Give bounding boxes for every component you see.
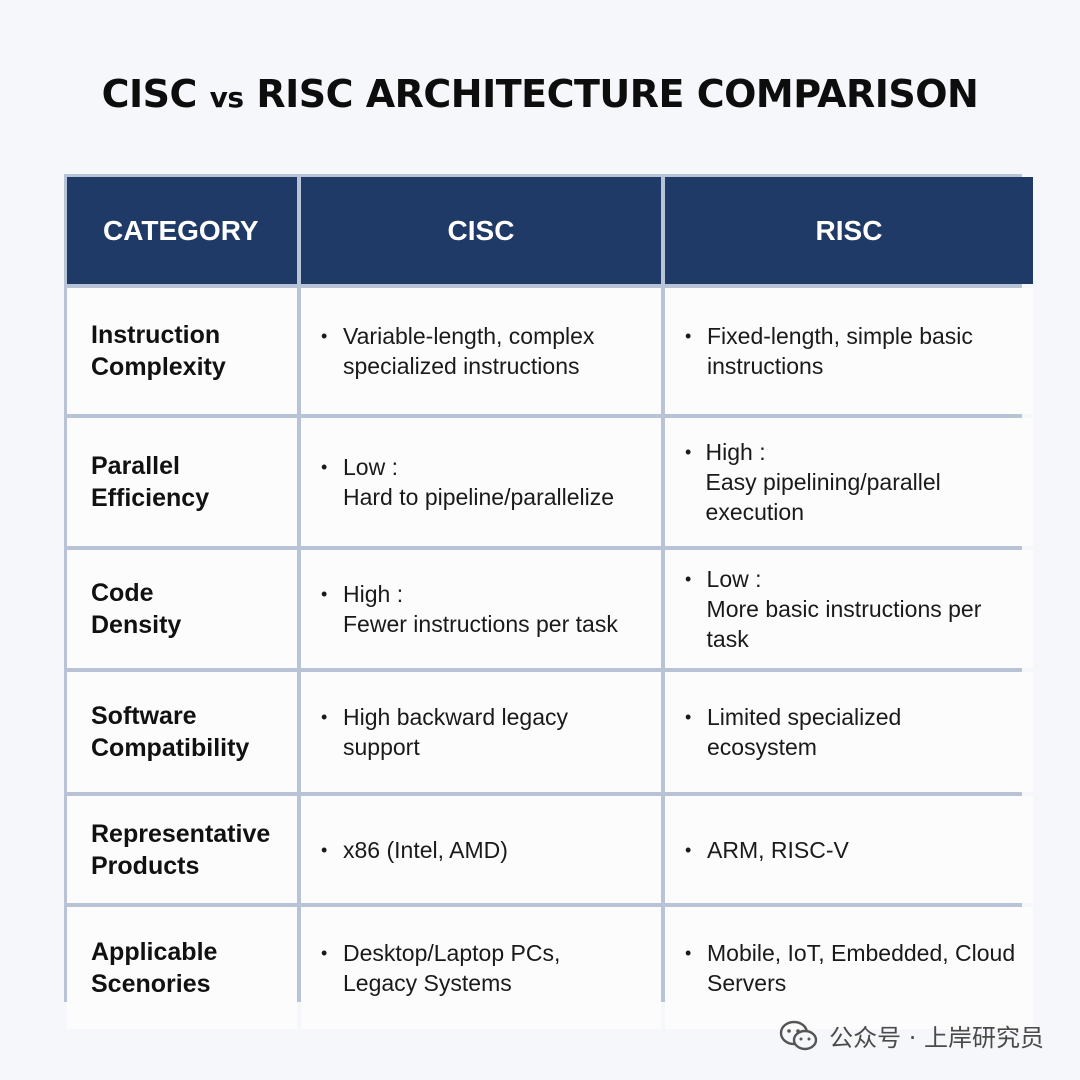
risc-value-text: ARM, RISC-V	[707, 835, 849, 865]
category-line: Scenories	[91, 970, 211, 998]
value-line: Variable-length, complex	[343, 323, 595, 349]
header-cisc: CISC	[301, 177, 661, 284]
header-risc: RISC	[665, 177, 1033, 284]
cisc-value-text: High backward legacy support	[343, 702, 568, 762]
value-line: Low :	[706, 566, 762, 592]
bullet-icon: •	[321, 457, 328, 477]
risc-value-cell: • High : Easy pipelining/parallel executio…	[665, 418, 1033, 546]
cisc-value-cell: • Desktop/Laptop PCs, Legacy Systems	[301, 907, 661, 1029]
category-line: Efficiency	[91, 484, 210, 512]
value-line: Limited specialized	[707, 704, 902, 730]
value-line: x86 (Intel, AMD)	[343, 836, 508, 863]
bullet-icon: •	[321, 943, 328, 963]
risc-value-cell: • ARM, RISC-V	[665, 796, 1033, 903]
value-line: High backward legacy	[343, 704, 569, 730]
risc-value-text: Low : More basic instructions per task	[707, 564, 1023, 654]
bullet-icon: •	[685, 442, 692, 462]
cisc-value-text: Variable-length, complex specialized inst…	[343, 321, 594, 381]
bullet-icon: •	[321, 584, 328, 604]
bullet-icon: •	[685, 569, 692, 589]
cisc-value-text: Low : Hard to pipeline/parallelize	[343, 452, 614, 512]
risc-value-text: High : Easy pipelining/parallel execution	[706, 437, 1023, 527]
category-line: Instruction	[91, 321, 221, 349]
bullet-icon: •	[685, 326, 692, 346]
page-title: CISC vs RISC ARCHITECTURE COMPARISON	[0, 72, 1080, 116]
category-line: Density	[91, 611, 182, 639]
category-line: Complexity	[91, 353, 226, 381]
header-category: CATEGORY	[67, 177, 297, 284]
bullet-icon: •	[685, 839, 692, 860]
risc-value-cell: • Fixed-length, simple basic instructions	[665, 288, 1033, 414]
value-line: support	[343, 734, 420, 760]
cisc-value-cell: • High : Fewer instructions per task	[301, 550, 661, 668]
bullet-icon: •	[321, 839, 328, 860]
risc-value-cell: • Low : More basic instructions per task	[665, 550, 1033, 668]
value-line: More basic instructions per task	[706, 596, 982, 652]
watermark-text: 公众号 · 上岸研究员	[829, 1024, 1044, 1052]
cisc-value-cell: • Low : Hard to pipeline/parallelize	[301, 418, 661, 546]
risc-value-text: Limited specialized ecosystem	[707, 702, 901, 762]
wechat-icon	[779, 1020, 818, 1050]
title-cisc: CISC	[101, 72, 198, 116]
cisc-value-cell: • High backward legacy support	[301, 672, 661, 792]
bullet-icon: •	[685, 943, 692, 963]
risc-value-cell: • Limited specialized ecosystem	[665, 672, 1033, 792]
value-line: Easy pipelining/parallel execution	[705, 469, 941, 525]
category-line: Compatibility	[91, 734, 250, 762]
bullet-icon: •	[685, 707, 692, 727]
value-line: Servers	[707, 970, 787, 996]
title-vs: vs	[209, 81, 244, 114]
category-line: Products	[91, 851, 200, 880]
watermark: 公众号 · 上岸研究员	[779, 1018, 1044, 1053]
category-line: Representative	[91, 819, 271, 848]
cisc-value-text: x86 (Intel, AMD)	[343, 835, 508, 865]
value-line: High :	[343, 581, 404, 607]
cisc-value-text: High : Fewer instructions per task	[343, 579, 618, 639]
value-line: specialized instructions	[343, 353, 580, 379]
value-line: Legacy Systems	[343, 970, 512, 996]
bullet-icon: •	[321, 707, 328, 727]
cisc-value-cell: • Variable-length, complex specialized ins…	[301, 288, 661, 414]
category-line: Parallel	[91, 452, 180, 480]
value-line: Fixed-length, simple basic	[707, 323, 973, 349]
cisc-value-cell: • x86 (Intel, AMD)	[301, 796, 661, 903]
bullet-icon: •	[321, 326, 328, 346]
risc-value-text: Fixed-length, simple basic instructions	[707, 321, 973, 381]
cisc-value-text: Desktop/Laptop PCs, Legacy Systems	[343, 938, 560, 998]
value-line: Hard to pipeline/parallelize	[343, 484, 615, 510]
value-line: Mobile, IoT, Embedded, Cloud	[707, 940, 1016, 966]
title-rest: RISC ARCHITECTURE COMPARISON	[256, 72, 979, 116]
value-line: High :	[705, 439, 766, 465]
category-line: Code	[91, 579, 154, 607]
value-line: ecosystem	[707, 734, 817, 760]
category-line: Software	[91, 702, 197, 730]
value-line: instructions	[707, 353, 824, 379]
value-line: Low :	[343, 454, 398, 480]
category-line: Applicable	[91, 938, 218, 966]
value-line: Fewer instructions per task	[343, 611, 618, 637]
value-line: ARM, RISC-V	[707, 836, 849, 863]
value-line: Desktop/Laptop PCs,	[343, 940, 561, 966]
